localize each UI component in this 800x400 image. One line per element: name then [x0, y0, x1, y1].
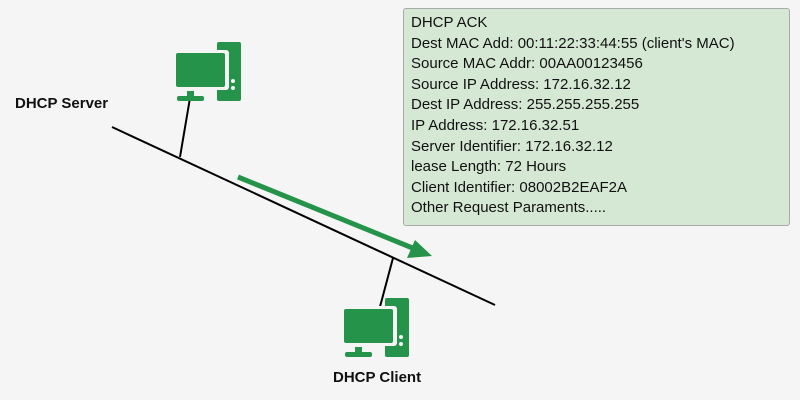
- network-bus-line: [111, 126, 496, 306]
- client-computer-icon: [341, 298, 409, 357]
- packet-line: Source IP Address: 172.16.32.12: [411, 75, 631, 93]
- packet-line: Client Identifier: 08002B2EAF2A: [411, 178, 627, 196]
- packet-line: Server Identifier: 172.16.32.12: [411, 137, 613, 155]
- packet-line: Dest IP Address: 255.255.255.255: [411, 96, 640, 114]
- server-computer-icon: [173, 42, 241, 101]
- dhcp-client-label: DHCP Client: [333, 369, 422, 386]
- dhcp-ack-packet-box: DHCP ACK Dest MAC Add: 00:11:22:33:44:55…: [403, 8, 790, 226]
- packet-line: DHCP ACK: [411, 14, 488, 31]
- server-connector: [179, 97, 191, 158]
- packet-line: Other Request Paraments.....: [411, 199, 607, 217]
- packet-line: Source MAC Addr: 00AA00123456: [411, 55, 643, 73]
- packet-line: IP Address: 172.16.32.51: [411, 116, 580, 134]
- packet-line: lease Length: 72 Hours: [411, 158, 567, 176]
- packet-line: Dest MAC Add: 00:11:22:33:44:55 (client'…: [411, 34, 735, 52]
- direction-arrow: [237, 174, 432, 258]
- dhcp-server-label: DHCP Server: [15, 95, 109, 112]
